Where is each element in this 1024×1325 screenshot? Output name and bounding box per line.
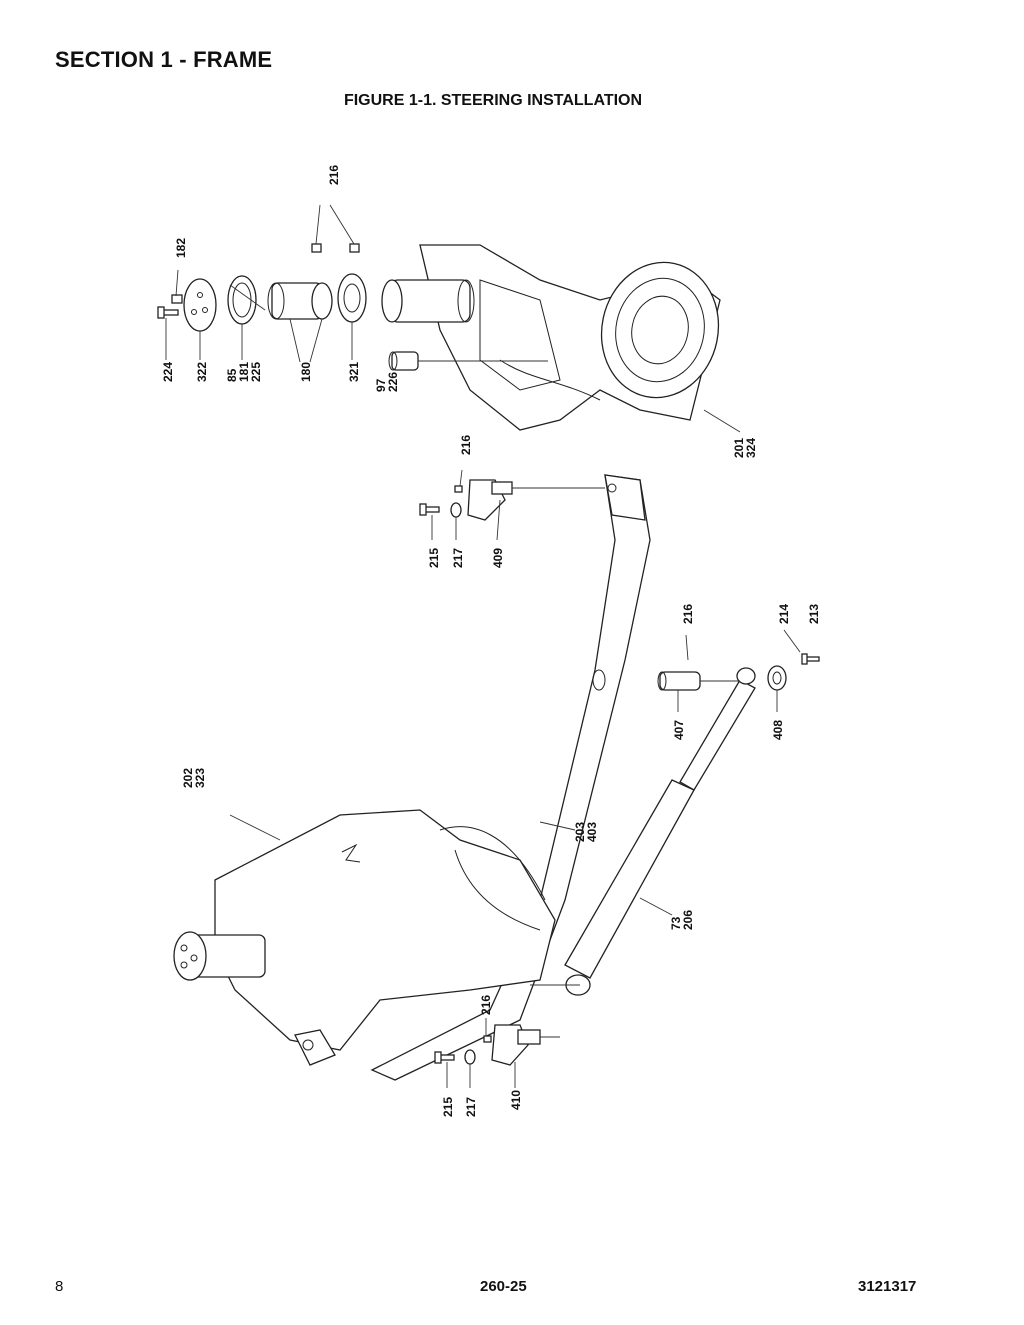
callout-216-cylinder: 216 xyxy=(681,604,695,624)
callout-216-top: 216 xyxy=(327,165,341,185)
bolt-224 xyxy=(157,306,179,319)
right-wheel-hub xyxy=(600,261,720,399)
callout-216-bottom: 216 xyxy=(479,995,493,1015)
left-kingpin-assembly xyxy=(173,931,266,981)
bearing-180 xyxy=(267,282,333,320)
callout-180: 180 xyxy=(299,362,313,382)
hardware-bot xyxy=(434,1035,492,1065)
fitting-182 xyxy=(171,294,183,304)
left-steering-knuckle xyxy=(214,809,556,1051)
callout-408: 408 xyxy=(771,720,785,740)
cap-322 xyxy=(183,278,217,332)
document-number: 3121317 xyxy=(858,1278,917,1295)
shim-85 xyxy=(227,275,257,325)
bolt-213 xyxy=(801,653,820,665)
bushing-97 xyxy=(388,351,419,371)
callout-217-bottom: 217 xyxy=(464,1097,478,1117)
right-kingpin-housing xyxy=(381,279,475,323)
pivot-plate-409 xyxy=(467,479,513,521)
callout-labels: 216 182 224 322 85 181 225 180 321 97 22… xyxy=(161,165,821,1117)
steering-cylinder xyxy=(564,667,756,996)
callout-322: 322 xyxy=(195,362,209,382)
callout-321: 321 xyxy=(347,362,361,382)
callout-73-206: 73 206 xyxy=(669,910,695,930)
pin-407 xyxy=(657,671,701,691)
callout-203-403: 203 403 xyxy=(573,819,599,842)
callout-409: 409 xyxy=(491,548,505,568)
figure-title: FIGURE 1-1. STEERING INSTALLATION xyxy=(343,92,643,109)
callout-407: 407 xyxy=(672,720,686,740)
washer-408 xyxy=(767,665,787,691)
grease-fittings-216-top xyxy=(311,243,360,253)
callout-201-324: 201 324 xyxy=(732,435,758,458)
callout-215-mid: 215 xyxy=(427,548,441,568)
callout-182: 182 xyxy=(174,238,188,258)
callout-215-bottom: 215 xyxy=(441,1097,455,1117)
left-tie-rod-end xyxy=(294,1029,336,1066)
pivot-plate-410 xyxy=(491,1024,541,1066)
leader-lines xyxy=(165,204,801,1088)
page-number: 8 xyxy=(55,1278,64,1295)
callout-410: 410 xyxy=(509,1090,523,1110)
callout-224: 224 xyxy=(161,362,175,382)
callout-97-226: 97 226 xyxy=(374,372,400,392)
callout-216-mid: 216 xyxy=(459,435,473,455)
section-title: SECTION 1 - FRAME xyxy=(55,47,273,72)
callout-85-181-225: 85 181 225 xyxy=(225,359,263,382)
hardware-mid xyxy=(419,485,463,518)
callout-214: 214 xyxy=(777,604,791,624)
tie-rod xyxy=(370,474,651,1081)
seal-321 xyxy=(337,273,367,323)
callout-213: 213 xyxy=(807,604,821,624)
callout-202-323: 202 323 xyxy=(181,765,207,788)
callout-217-mid: 217 xyxy=(451,548,465,568)
model-number: 260-25 xyxy=(480,1278,527,1295)
